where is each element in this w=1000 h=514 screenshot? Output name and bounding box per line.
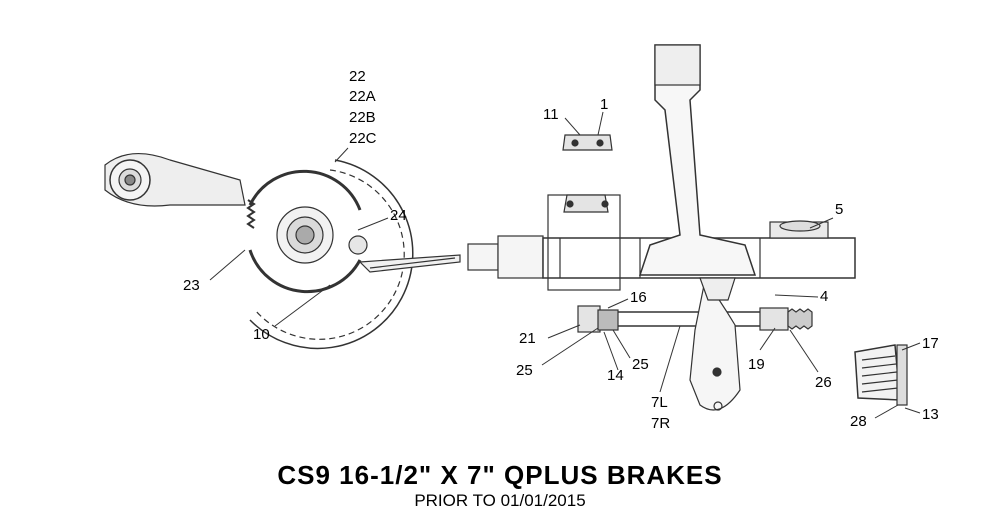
callout-5: 5 — [835, 201, 844, 218]
callout-26: 26 — [815, 374, 832, 391]
diagram-subtitle: PRIOR TO 01/01/2015 — [414, 491, 586, 510]
leader-lines — [209, 111, 921, 419]
callout-4: 4 — [820, 288, 829, 305]
callout-13: 13 — [922, 406, 939, 423]
callout-7l: 7L — [651, 394, 668, 411]
brake-backing-plate-assembly — [104, 152, 461, 350]
callout-16: 16 — [630, 289, 647, 306]
callout-22: 22 — [349, 68, 366, 85]
axle-and-camshaft-assembly — [467, 44, 856, 411]
callout-25-right: 25 — [632, 356, 649, 373]
diagram-title: CS9 16-1/2" X 7" QPLUS BRAKES — [277, 460, 723, 490]
callout-19: 19 — [748, 356, 765, 373]
callout-14: 14 — [607, 367, 624, 384]
callout-28: 28 — [850, 413, 867, 430]
callout-24: 24 — [390, 207, 407, 224]
brake-lining-block — [854, 344, 908, 406]
callout-22a: 22A — [349, 88, 376, 105]
callout-7r: 7R — [651, 415, 671, 432]
callout-10: 10 — [253, 326, 270, 343]
callout-22b: 22B — [349, 109, 376, 126]
callout-25-left: 25 — [516, 362, 533, 379]
callout-22c: 22C — [349, 130, 377, 147]
callout-1: 1 — [600, 96, 609, 113]
callout-17: 17 — [922, 335, 939, 352]
callout-23: 23 — [183, 277, 200, 294]
callout-21: 21 — [519, 330, 536, 347]
callout-11: 11 — [543, 106, 559, 123]
